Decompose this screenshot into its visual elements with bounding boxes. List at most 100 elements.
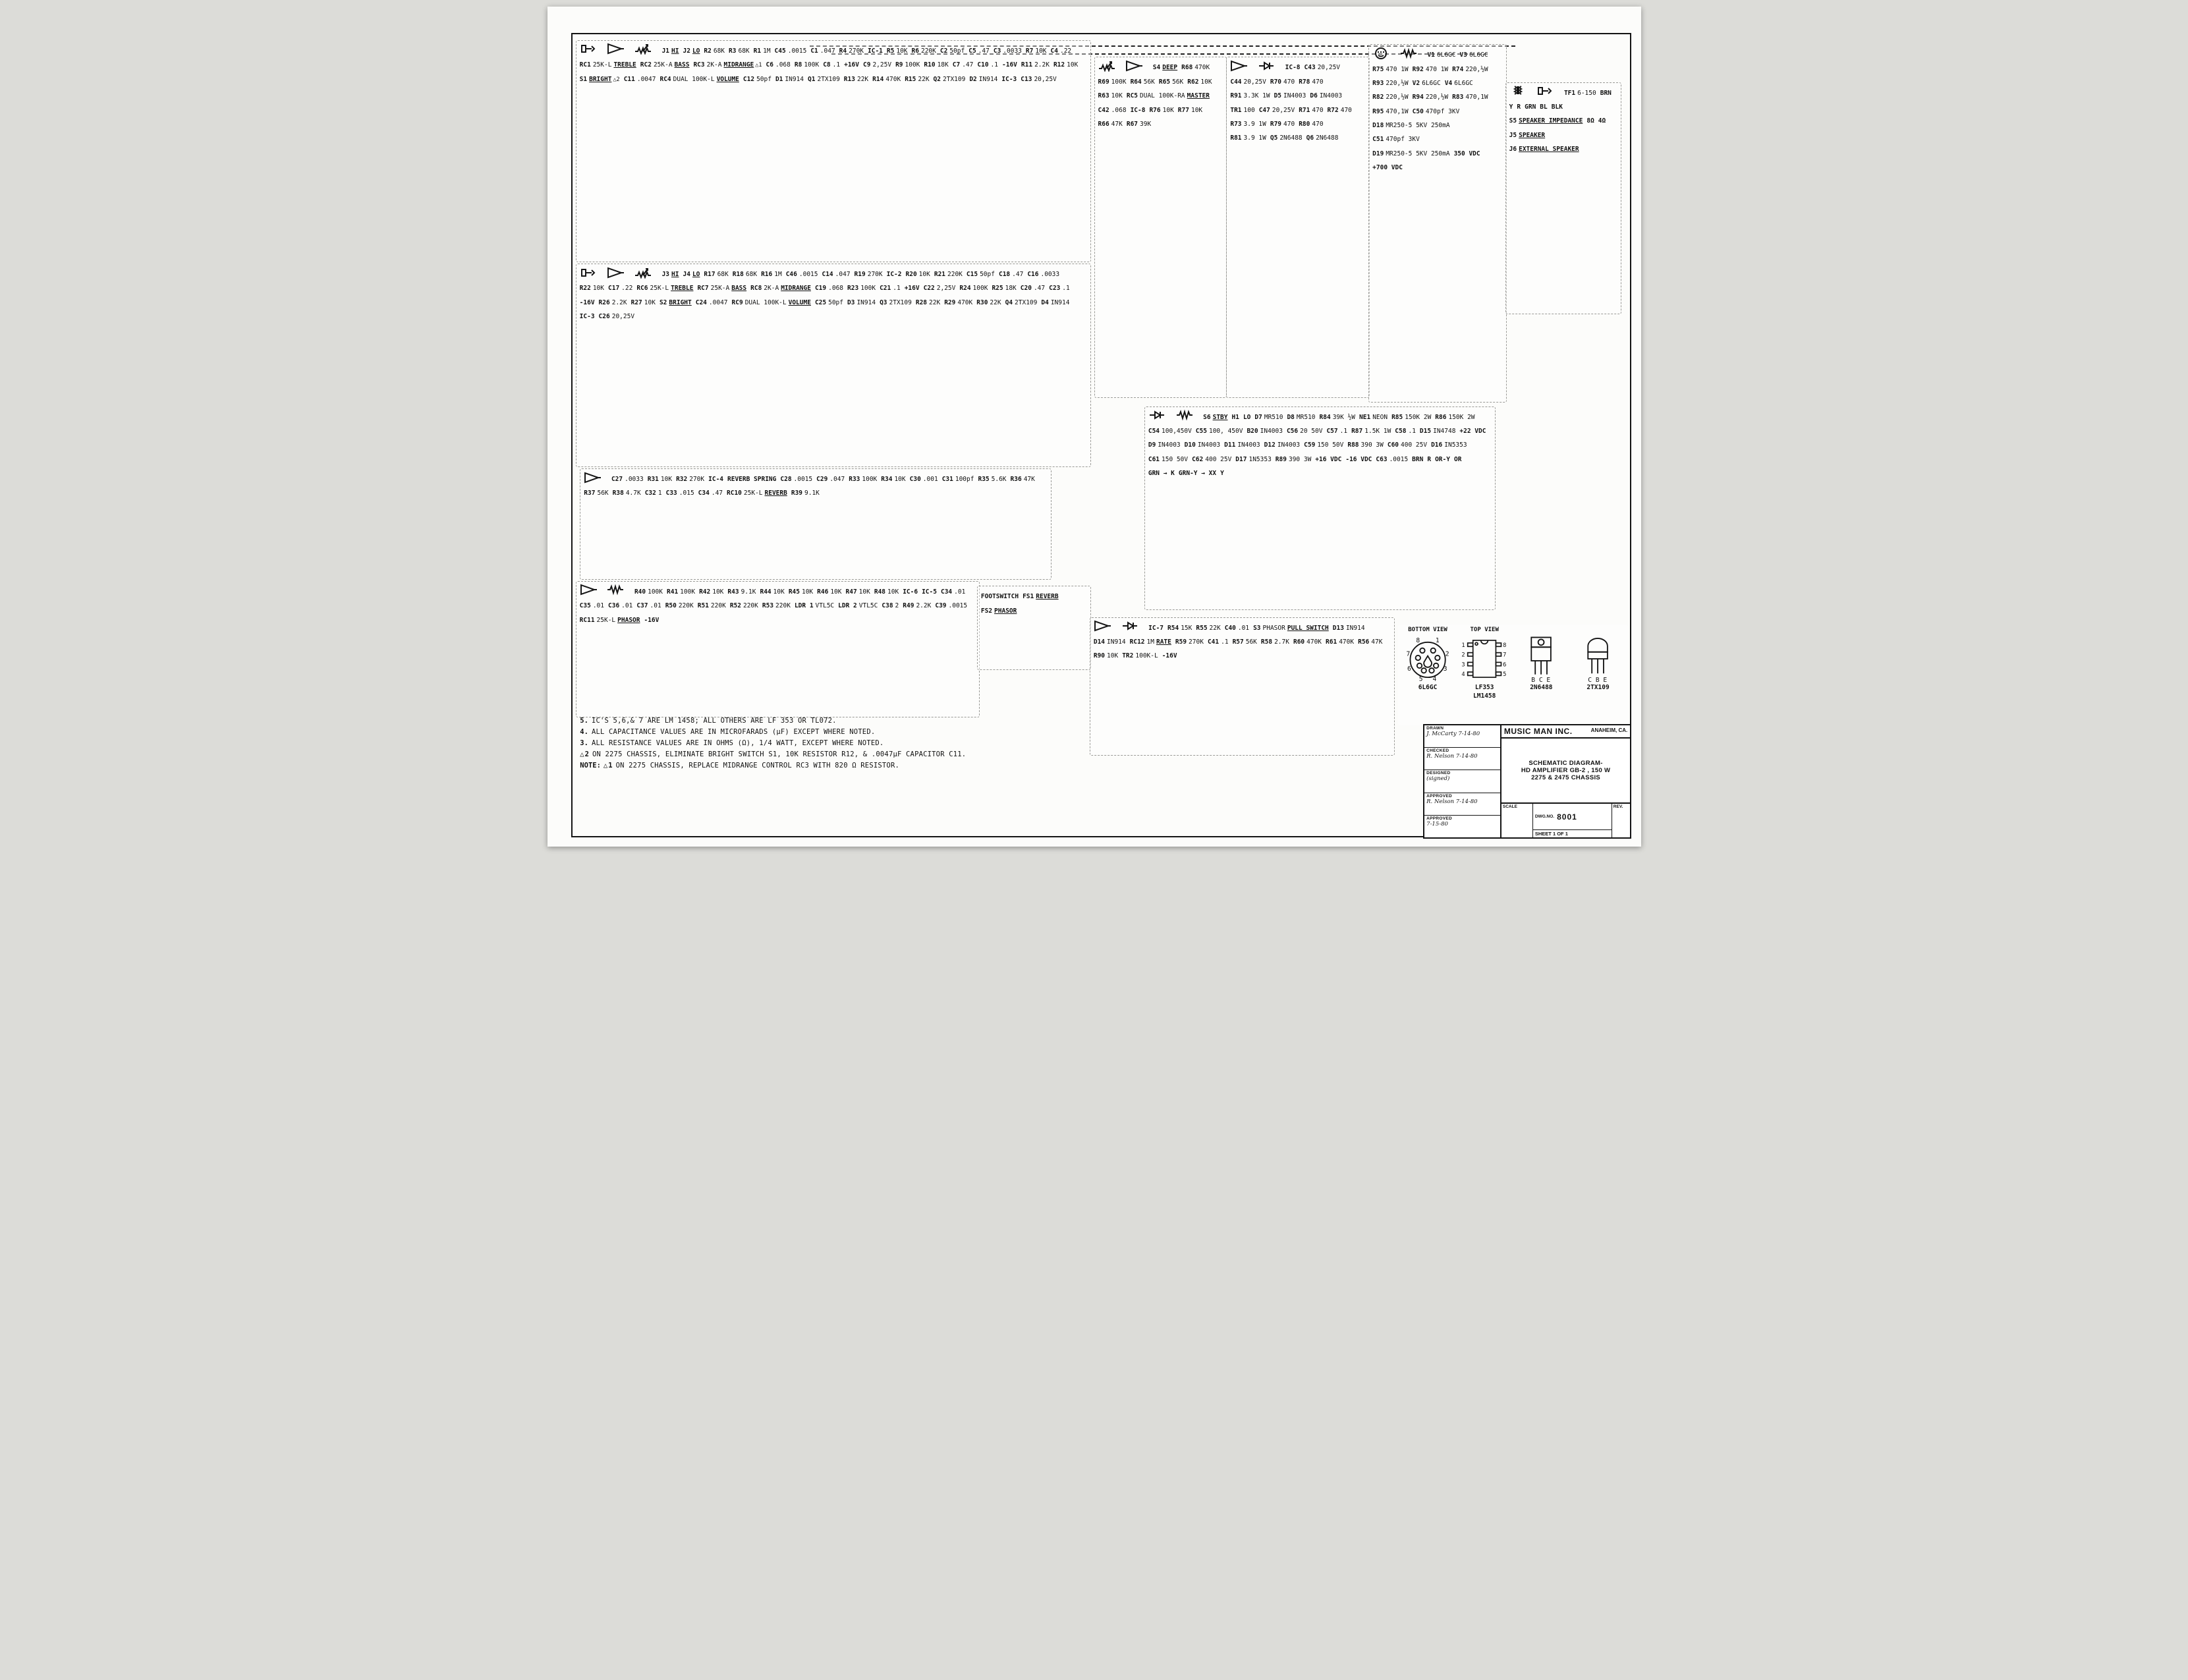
resistor-icon (607, 584, 624, 596)
component-label: OR-Y (1435, 455, 1450, 463)
drawing-title: SCHEMATIC DIAGRAM- HD AMPLIFIER GB-2 , 1… (1501, 739, 1631, 804)
component-label: GRN-Y → XX (1178, 470, 1217, 478)
component-label: +16 VDC (1315, 455, 1342, 463)
op-amp-icon (1094, 620, 1111, 632)
to220-diagram: B C E (1515, 634, 1567, 683)
note-item: 4.ALL CAPACITANCE VALUES ARE IN MICROFAR… (580, 728, 876, 737)
component-label: C42.068 (1098, 106, 1127, 114)
component-label: 350 VDC (1453, 150, 1480, 157)
component-label: IC-6 (903, 588, 918, 596)
component-label: C45.0015 (774, 47, 807, 55)
drawing-title-line3: 2275 & 2475 CHASSIS (1531, 773, 1601, 781)
component-label: C21.1 (880, 285, 901, 293)
component-label: +16V (844, 61, 859, 69)
diode-icon (1121, 620, 1138, 632)
title-block-main: MUSIC MAN INC. ANAHEIM, CA. SCHEMATIC DI… (1501, 725, 1631, 838)
svg-text:8: 8 (1416, 637, 1420, 644)
warning-triangle-icon: 2 (580, 750, 589, 758)
component-label: BRN (1412, 455, 1424, 463)
component-label: -16V (1002, 61, 1017, 69)
dwg-no-label: DWG.NO. (1534, 814, 1555, 820)
component-label: C6.068 (766, 61, 791, 69)
component-label: BRN (1600, 89, 1612, 97)
note-item: 3.ALL RESISTANCE VALUES ARE IN OHMS (Ω),… (580, 739, 884, 748)
transformer-icon (1509, 85, 1527, 97)
bottom-view-label: BOTTOM VIEW (1408, 627, 1447, 634)
svg-text:1: 1 (1461, 642, 1465, 649)
component-label: C35.01 (579, 602, 604, 610)
component-label: C3.0033 (993, 47, 1022, 55)
diode-icon (1258, 60, 1275, 72)
svg-text:8: 8 (1503, 642, 1506, 649)
component-label: C41.1 (1207, 638, 1229, 646)
component-label: BL (1540, 103, 1548, 111)
approval-row: DESIGNED (signed) (1424, 770, 1500, 793)
to92-part-label: 2TX109 (1586, 684, 1610, 692)
svg-text:7: 7 (1503, 652, 1506, 659)
component-label: C4.22 (1050, 47, 1072, 55)
component-label: 4Ω (1598, 117, 1606, 125)
drawing-title-line2: HD AMPLIFIER GB-2 , 150 W (1521, 766, 1611, 774)
component-label: C11.0047 (623, 75, 656, 83)
component-label: -16V (579, 298, 595, 306)
approval-row: APPROVED 7-15-80 (1426, 816, 1453, 827)
to92-spacer (1571, 627, 1624, 633)
